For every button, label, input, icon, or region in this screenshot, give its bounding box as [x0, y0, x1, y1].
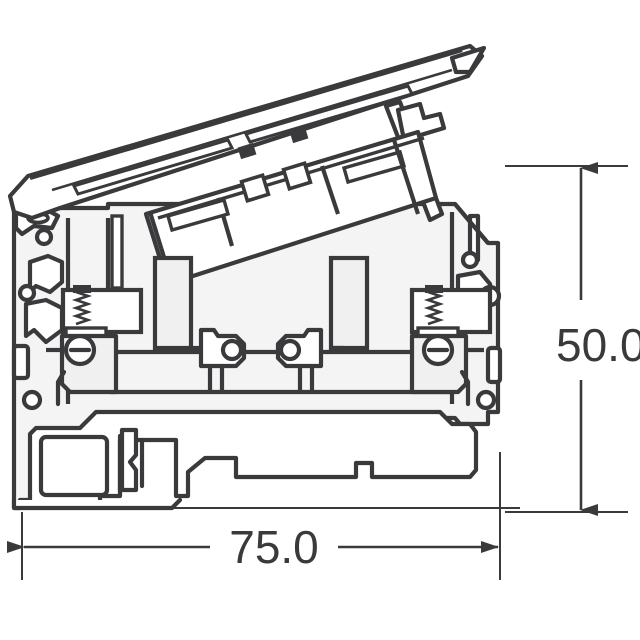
foot-bottom-lip [11, 497, 183, 511]
carrier-window-1 [239, 172, 271, 204]
dimension-height: 50.0 [505, 162, 640, 516]
left-terminal-clamp [46, 285, 144, 407]
contact-pin-right [275, 327, 344, 369]
foot-clip-tongue [119, 427, 139, 493]
din-rail-foot [11, 409, 479, 511]
narrow-rib [110, 214, 124, 290]
right-chamfer-edge [453, 202, 490, 245]
left-chevron-cutout-upper [27, 253, 65, 295]
cover-slot-left [71, 138, 235, 196]
post-right [328, 255, 370, 351]
right-clamp-cage [409, 287, 493, 335]
carrier-window-2 [281, 160, 313, 192]
cover-tab-a [237, 142, 257, 160]
foot-left-pocket [38, 434, 110, 498]
left-hole-mid [17, 283, 37, 303]
cover-slot-right [243, 84, 415, 144]
cover-tip [449, 45, 487, 75]
left-slot [11, 343, 31, 381]
pin-right-eye [278, 338, 302, 362]
left-chevron-cutout-lower [23, 297, 65, 345]
right-slot [485, 345, 503, 385]
internal-posts [105, 214, 452, 395]
carrier-divider-b [320, 165, 340, 215]
contact-pin-left [190, 327, 247, 369]
right-clamp-foot [459, 369, 471, 407]
right-clamp-screw-shaft [425, 285, 443, 293]
right-hole-upper [460, 250, 480, 270]
pin-left-eye [220, 338, 244, 362]
left-hole-upper [34, 227, 54, 247]
width-dimension-label: 75.0 [229, 521, 319, 573]
post-left [152, 255, 194, 351]
right-hole-lower [475, 389, 497, 411]
dimension-width: 75.0 [7, 452, 520, 580]
height-dimension-label: 50.0 [556, 319, 640, 371]
cover-groove-line [51, 68, 453, 192]
left-clamp-cage [60, 287, 144, 335]
center-contact-pins [190, 327, 344, 369]
cover-edge-rib [29, 47, 463, 181]
left-clamp-screw-shaft [73, 285, 91, 293]
carrier-rail-left [165, 197, 231, 233]
right-terminal-clamp [409, 285, 493, 407]
right-clamp-spring [423, 290, 445, 326]
cover-tab-b [289, 126, 309, 144]
carrier-leg-right [392, 139, 420, 215]
left-hole-lower [21, 389, 43, 411]
hinged-cover [7, 43, 487, 223]
left-clamp-spring [71, 290, 93, 326]
left-clamp-foot [55, 369, 67, 407]
